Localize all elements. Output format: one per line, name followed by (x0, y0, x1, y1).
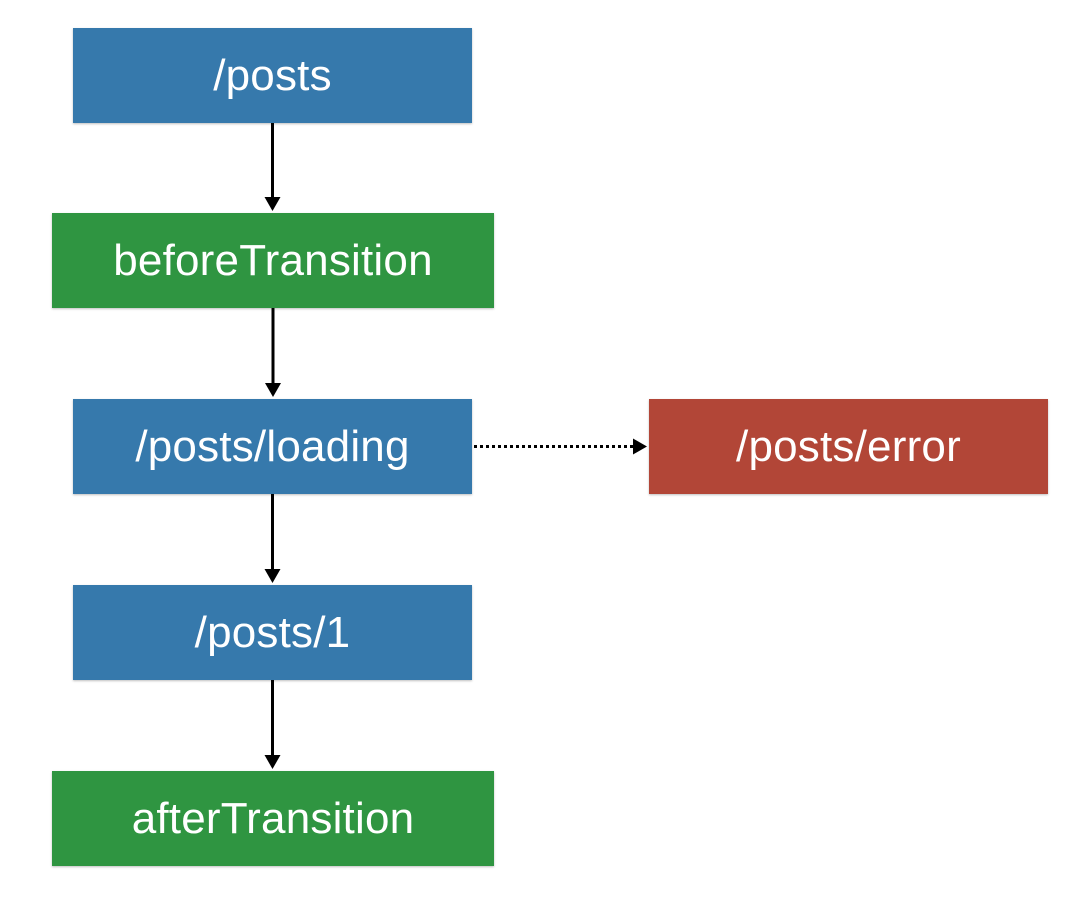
node-before-transition-label: beforeTransition (113, 235, 433, 285)
node-posts-1-label: /posts/1 (194, 607, 351, 657)
node-posts-1: /posts/1 (73, 585, 472, 680)
edge-post1-to-after (264, 680, 281, 769)
arrowhead-icon (265, 383, 281, 397)
edge-loading-to-post1 (264, 494, 281, 583)
node-posts-loading-label: /posts/loading (135, 421, 410, 471)
node-after-transition: afterTransition (52, 771, 494, 866)
edge-before-to-loading (265, 308, 281, 397)
node-posts: /posts (73, 28, 472, 123)
node-after-transition-label: afterTransition (131, 793, 415, 843)
edge-posts-to-before (264, 123, 281, 211)
edge-loading-to-error (474, 438, 647, 455)
node-before-transition: beforeTransition (52, 213, 494, 308)
node-posts-label: /posts (213, 50, 332, 100)
node-posts-loading: /posts/loading (73, 399, 472, 494)
node-posts-error: /posts/error (649, 399, 1048, 494)
arrowhead-icon (264, 755, 281, 769)
arrowhead-icon (264, 569, 281, 583)
arrowhead-icon (264, 197, 281, 211)
node-posts-error-label: /posts/error (736, 421, 961, 471)
arrowhead-icon (633, 438, 647, 455)
